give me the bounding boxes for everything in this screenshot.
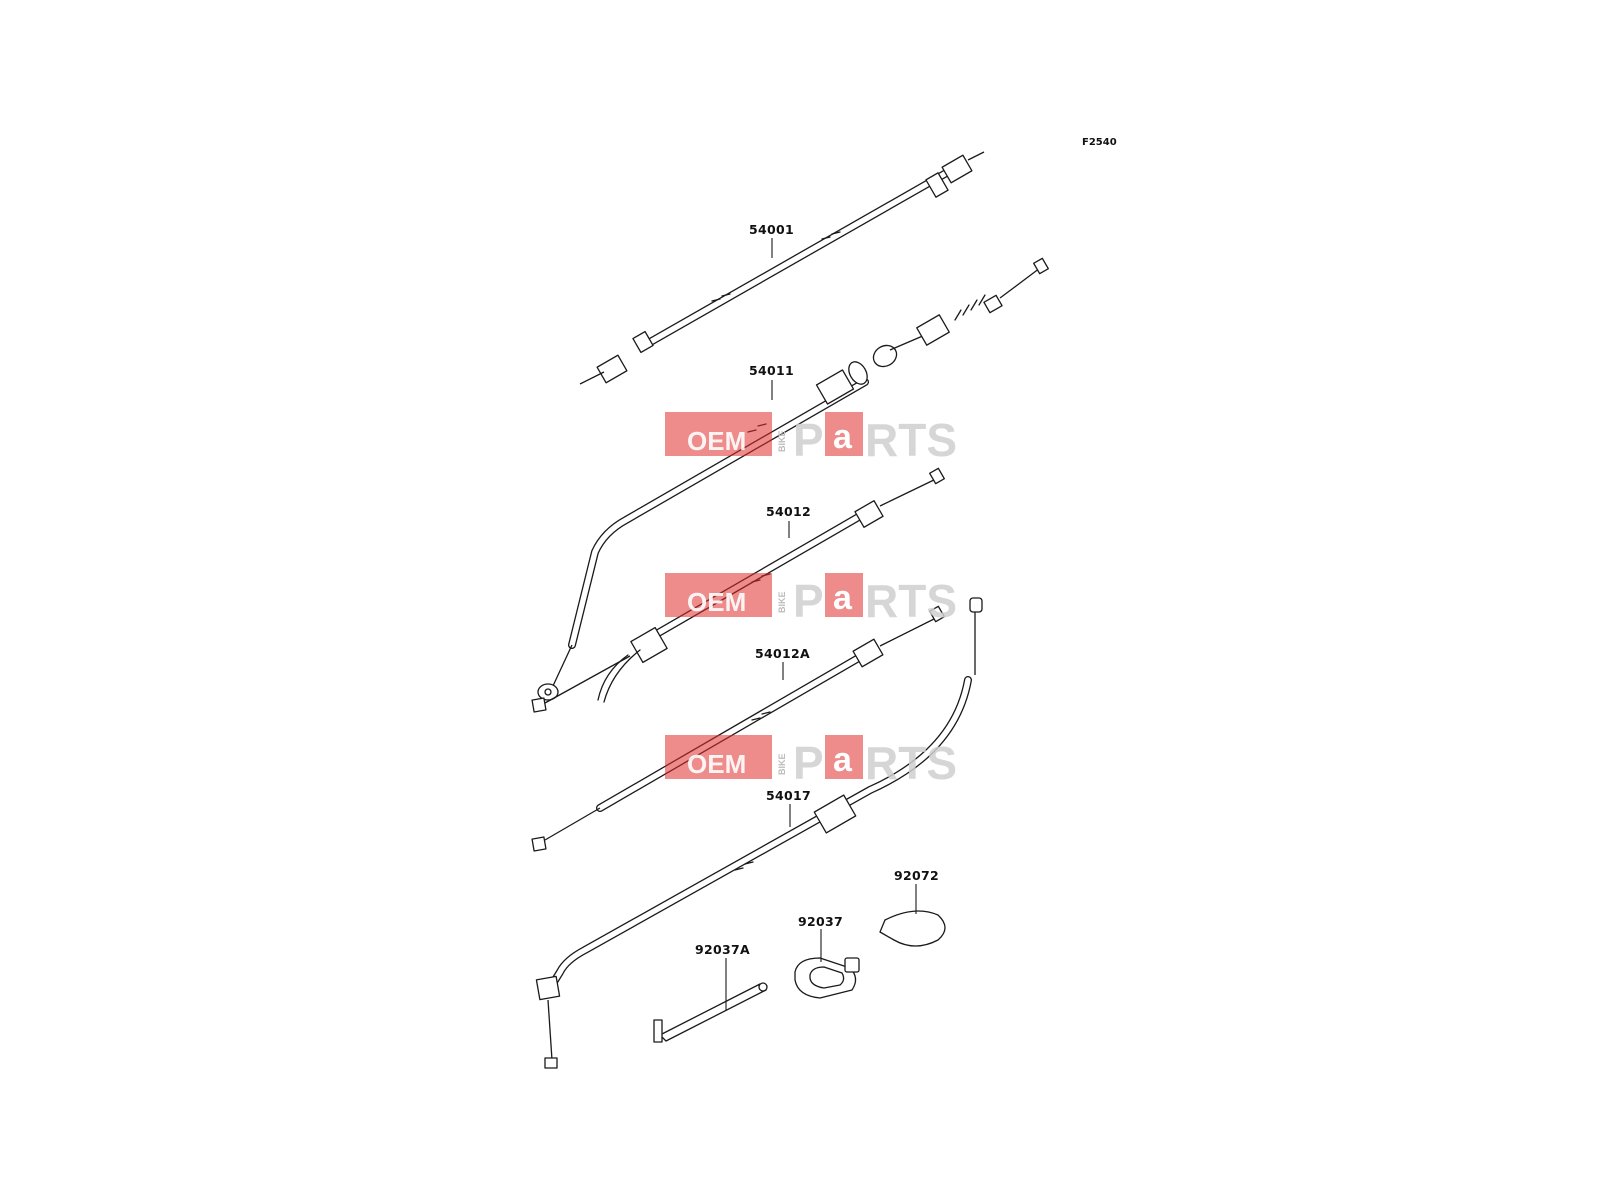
label-54011[interactable]: 54011 — [749, 363, 794, 378]
part-92037[interactable] — [794, 957, 860, 999]
watermark-oem-text: OEM — [687, 587, 746, 617]
watermark-p-text: P — [793, 737, 824, 789]
label-54001[interactable]: 54001 — [749, 222, 794, 237]
cable-54001[interactable] — [579, 151, 985, 385]
label-92037A[interactable]: 92037A — [695, 942, 750, 957]
watermark-bike-text: BIKE — [777, 753, 787, 775]
cable-54012A[interactable] — [531, 605, 945, 852]
watermark-a-text: a — [833, 741, 853, 779]
part-92072[interactable] — [879, 910, 946, 947]
watermark-1: OEM BIKE P a RTS — [665, 412, 957, 466]
watermark-oem-text: OEM — [687, 749, 746, 779]
watermark-bike-text: BIKE — [777, 591, 787, 613]
cable-54011[interactable] — [537, 257, 1049, 701]
figure-code: F2540 — [1082, 137, 1117, 148]
cable-54017[interactable] — [535, 597, 983, 1069]
watermark-rts-text: RTS — [865, 737, 957, 789]
watermark-p-text: P — [793, 575, 824, 627]
watermark-a-text: a — [833, 418, 853, 456]
label-92037[interactable]: 92037 — [798, 914, 843, 929]
label-54012[interactable]: 54012 — [766, 504, 811, 519]
watermark-bike-text: BIKE — [777, 430, 787, 452]
watermark-3: OEM BIKE P a RTS — [665, 735, 957, 789]
label-54012A[interactable]: 54012A — [755, 646, 810, 661]
watermark-p-text: P — [793, 414, 824, 466]
watermark-a-text: a — [833, 579, 853, 617]
part-92037A[interactable] — [653, 982, 768, 1043]
label-54017[interactable]: 54017 — [766, 788, 811, 803]
label-92072[interactable]: 92072 — [894, 868, 939, 883]
watermark-oem-text: OEM — [687, 426, 746, 456]
watermark-rts-text: RTS — [865, 414, 957, 466]
watermark-2: OEM BIKE P a RTS — [665, 573, 957, 627]
watermark-rts-text: RTS — [865, 575, 957, 627]
